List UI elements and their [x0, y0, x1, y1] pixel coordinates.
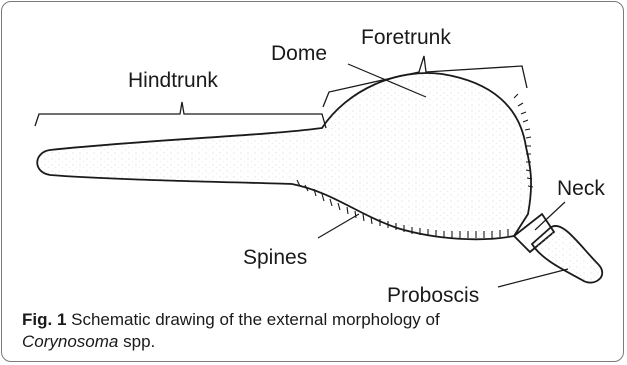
proboscis-shape — [532, 226, 602, 283]
label-spines: Spines — [243, 246, 307, 269]
caption-genus: Corynosoma — [22, 332, 118, 351]
body-outline — [37, 73, 531, 239]
morphology-drawing: Hindtrunk Dome Foretrunk Neck Spines Pro… — [2, 2, 624, 302]
caption-suffix: spp. — [123, 332, 155, 351]
spines-leader — [318, 214, 359, 238]
caption-fig-tag: Fig. 1 — [22, 310, 66, 329]
label-neck: Neck — [557, 177, 605, 200]
caption-text: Schematic drawing of the external morpho… — [71, 310, 440, 329]
label-foretrunk: Foretrunk — [361, 26, 451, 49]
label-hindtrunk: Hindtrunk — [128, 69, 218, 92]
hindtrunk-bracket — [35, 102, 326, 128]
label-dome: Dome — [271, 42, 327, 65]
label-proboscis: Proboscis — [387, 284, 479, 302]
figure-caption: Fig. 1 Schematic drawing of the external… — [22, 309, 612, 353]
proboscis-leader — [498, 269, 568, 287]
